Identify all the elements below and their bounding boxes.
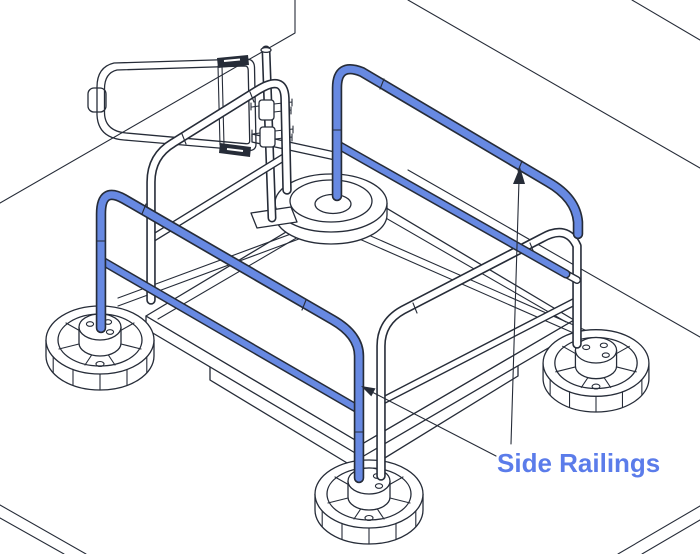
side-railings-label: Side Railings (497, 448, 660, 478)
right-side-railing (331, 64, 584, 279)
self-closing-gate (87, 55, 294, 157)
room-corner-lines (0, 0, 700, 338)
gate-latch-plates (217, 55, 251, 157)
floor-edge-lines (0, 504, 700, 554)
front-railing (376, 227, 582, 481)
arrow-to-top-rail (510, 167, 525, 445)
ballast-wheel-front (314, 459, 424, 545)
turntable-base (274, 173, 388, 245)
left-side-railing (95, 189, 365, 484)
ballast-wheel-right (542, 329, 650, 413)
arrow-to-left-rail-post (361, 386, 497, 457)
